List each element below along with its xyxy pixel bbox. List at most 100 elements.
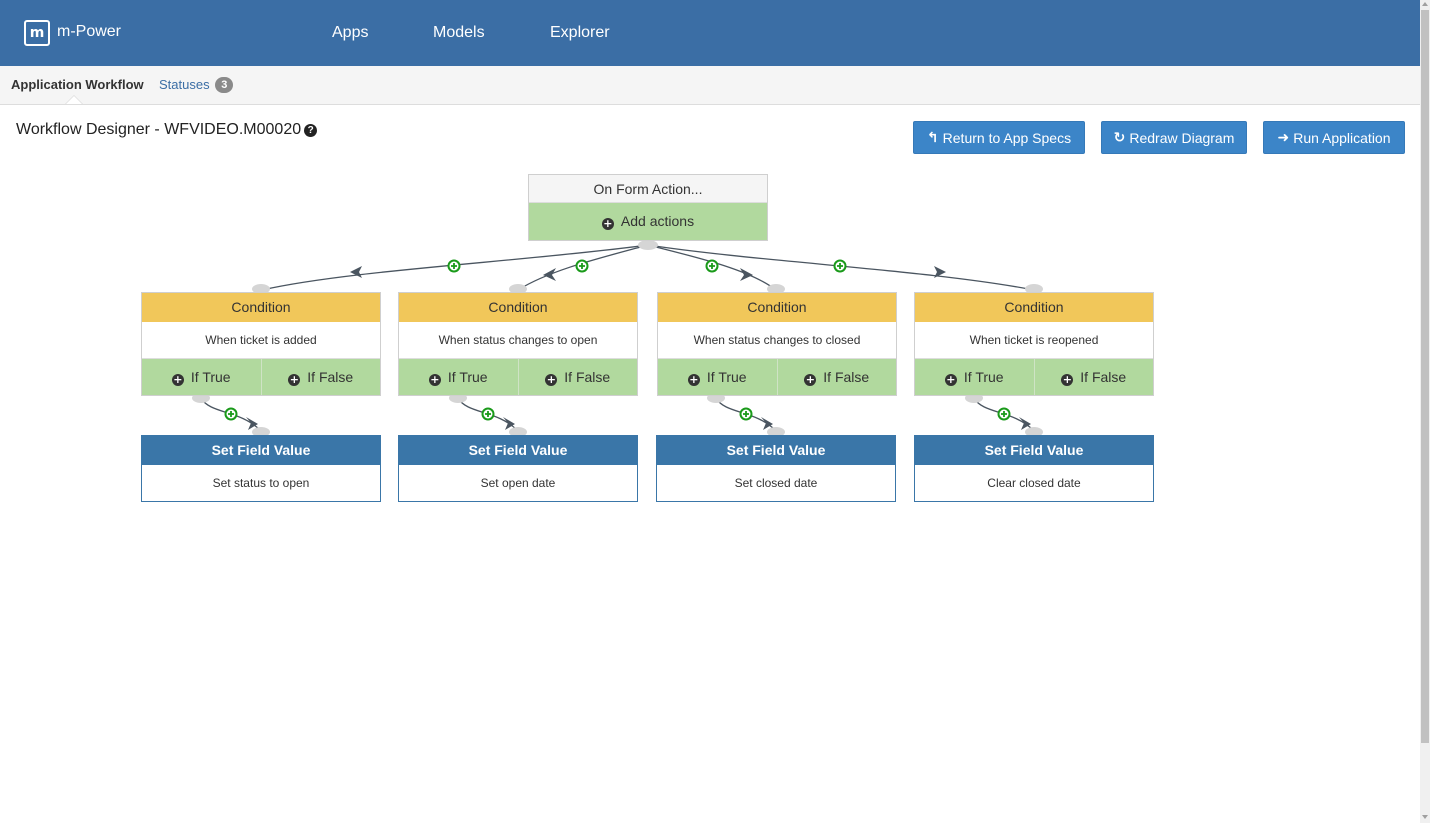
if-false-button[interactable]: + If False (260, 359, 380, 395)
nav-models[interactable]: Models (433, 24, 485, 41)
if-false-label: If False (564, 369, 611, 385)
insert-plus-icon (224, 407, 238, 421)
reply-arrow-icon: ↰ (926, 129, 939, 146)
condition-branches: + If True + If False (142, 359, 380, 395)
arrowhead-4 (934, 266, 946, 278)
if-false-label: If False (1080, 369, 1127, 385)
add-actions-label: Add actions (620, 213, 695, 229)
condition-branches: + If True +If False (658, 359, 896, 395)
help-icon[interactable]: ? (304, 124, 318, 137)
arrowhead-5 (246, 417, 258, 430)
action-node[interactable]: Set Field Value Set open date (398, 435, 638, 502)
action-text[interactable]: Set closed date (734, 476, 818, 490)
if-true-label: If True (706, 369, 747, 385)
plus-circle-icon: + (687, 373, 700, 386)
action-node[interactable]: Set Field Value Set closed date (656, 435, 896, 502)
plus-circle-icon: + (288, 373, 301, 386)
connector-start-to-condition-4 (647, 244, 1035, 291)
condition-text[interactable]: When ticket is reopened (915, 322, 1153, 359)
if-true-button[interactable]: + If True (915, 359, 1034, 395)
insert-plus-icon (481, 407, 495, 421)
return-to-app-specs-button[interactable]: ↰ Return to App Specs (913, 121, 1085, 154)
condition-text[interactable]: When status changes to open (399, 322, 637, 359)
tab-statuses-label: Statuses (159, 77, 210, 92)
return-button-label: Return to App Specs (942, 129, 1072, 146)
insert-plus-icon (997, 407, 1011, 421)
vertical-scrollbar[interactable] (1420, 0, 1430, 823)
arrowhead-7 (761, 417, 773, 430)
scrollbar-thumb[interactable] (1421, 10, 1429, 743)
run-application-button[interactable]: ➜ Run Application (1263, 121, 1405, 154)
connector-start-to-condition-2 (517, 244, 649, 291)
condition-node: Condition When status changes to open +I… (398, 292, 638, 396)
action-node[interactable]: Set Field Value Set status to open (141, 435, 381, 502)
start-node-title[interactable]: On Form Action... (529, 175, 767, 203)
insert-plus-icon (739, 407, 753, 421)
plus-circle-icon: + (545, 373, 558, 386)
insert-plus-icon (575, 259, 589, 273)
arrowhead-3 (740, 268, 753, 281)
condition-node: Condition When ticket is reopened + If Tr… (914, 292, 1154, 396)
if-false-button[interactable]: + If False (517, 359, 637, 395)
insert-plus-icon (833, 259, 847, 273)
connector-start-to-condition-1 (261, 244, 649, 291)
logo-letter: m (29, 25, 45, 41)
tab-application-workflow[interactable]: Application Workflow (11, 77, 144, 92)
connector-condition-3-to-action (715, 397, 776, 431)
add-actions-button[interactable]: +Add actions (529, 203, 767, 240)
if-false-button[interactable]: +If False (1033, 359, 1153, 395)
start-output-port (638, 240, 658, 250)
plus-circle-icon: + (804, 373, 817, 386)
page-title-text: Workflow Designer - WFVIDEO.M00020 (16, 121, 302, 138)
logo-icon[interactable]: m (24, 20, 50, 46)
action-title[interactable]: Set Field Value (142, 436, 380, 465)
connector-condition-2-to-action (457, 397, 518, 431)
action-text[interactable]: Set status to open (212, 476, 310, 490)
active-tab-caret (66, 96, 82, 104)
condition-title[interactable]: Condition (399, 293, 637, 322)
if-true-label: If True (963, 369, 1004, 385)
condition-title[interactable]: Condition (142, 293, 380, 322)
action-title[interactable]: Set Field Value (399, 436, 637, 465)
action-text[interactable]: Clear closed date (987, 476, 1081, 490)
if-true-button[interactable]: +If True (399, 359, 518, 395)
nav-explorer[interactable]: Explorer (550, 24, 610, 41)
condition-title[interactable]: Condition (658, 293, 896, 322)
arrow-right-icon: ➜ (1277, 129, 1290, 146)
action-text[interactable]: Set open date (480, 476, 556, 490)
condition-text[interactable]: When ticket is added (142, 322, 380, 359)
action-title[interactable]: Set Field Value (657, 436, 895, 465)
redraw-button-label: Redraw Diagram (1129, 129, 1235, 146)
insert-plus-icon (447, 259, 461, 273)
redraw-diagram-button[interactable]: ↻ Redraw Diagram (1101, 121, 1247, 154)
condition-node: Condition When ticket is added + If True … (141, 292, 381, 396)
connector-start-to-condition-3 (647, 244, 777, 291)
action-node[interactable]: Set Field Value Clear closed date (914, 435, 1154, 502)
condition-branches: +If True + If False (399, 359, 637, 395)
if-true-button[interactable]: + If True (658, 359, 777, 395)
plus-circle-icon: + (944, 373, 957, 386)
if-false-label: If False (307, 369, 354, 385)
scroll-down-arrow-icon[interactable] (1422, 815, 1428, 819)
plus-circle-icon: + (171, 373, 184, 386)
if-false-button[interactable]: +If False (776, 359, 896, 395)
condition-branches: + If True +If False (915, 359, 1153, 395)
arrowhead-8 (1019, 417, 1031, 430)
if-true-label: If True (190, 369, 231, 385)
tab-statuses[interactable]: Statuses 3 (159, 77, 234, 93)
if-true-button[interactable]: + If True (142, 359, 261, 395)
start-node: On Form Action... +Add actions (528, 174, 768, 241)
arrowhead-6 (503, 417, 515, 430)
insert-plus-icon (705, 259, 719, 273)
scroll-up-arrow-icon[interactable] (1422, 2, 1428, 6)
connector-condition-1-to-action (200, 397, 261, 431)
refresh-icon: ↻ (1113, 129, 1126, 146)
nav-apps[interactable]: Apps (332, 24, 369, 41)
plus-circle-icon: + (428, 373, 441, 386)
statuses-count-badge: 3 (215, 77, 234, 93)
action-title[interactable]: Set Field Value (915, 436, 1153, 465)
brand-name[interactable]: m-Power (57, 23, 122, 40)
arrowhead-2 (543, 268, 556, 281)
condition-text[interactable]: When status changes to closed (658, 322, 896, 359)
condition-title[interactable]: Condition (915, 293, 1153, 322)
